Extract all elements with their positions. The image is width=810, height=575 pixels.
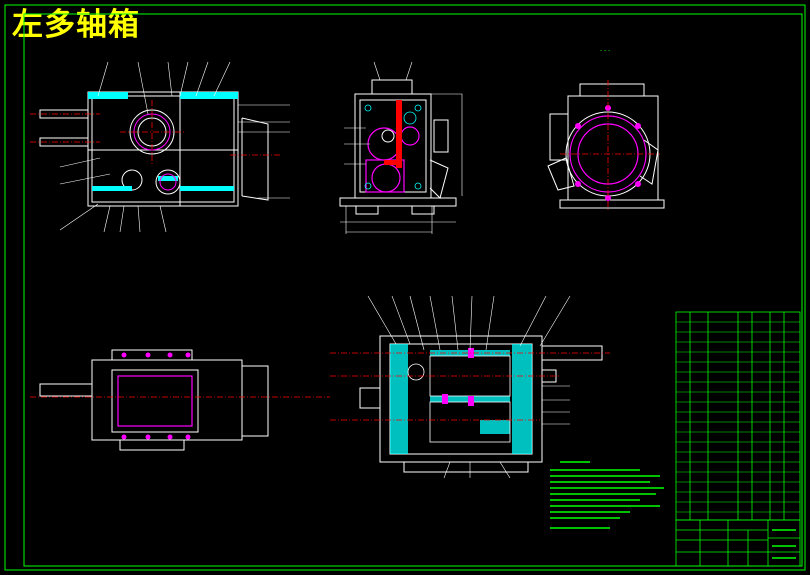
rear-elevation-view: - - - (547, 47, 665, 210)
drawing-title: 左多轴箱 (12, 7, 140, 43)
title-block-filler (772, 529, 796, 559)
title-block (675, 519, 801, 567)
plan-view (30, 349, 330, 451)
parts-list-table (675, 311, 801, 521)
drawing-frame (4, 4, 806, 571)
technical-notes (550, 461, 664, 529)
side-elevation-view (339, 61, 463, 234)
spindle-section-view (330, 295, 610, 479)
front-section-view (30, 61, 290, 233)
view-label: - - - (600, 47, 610, 54)
